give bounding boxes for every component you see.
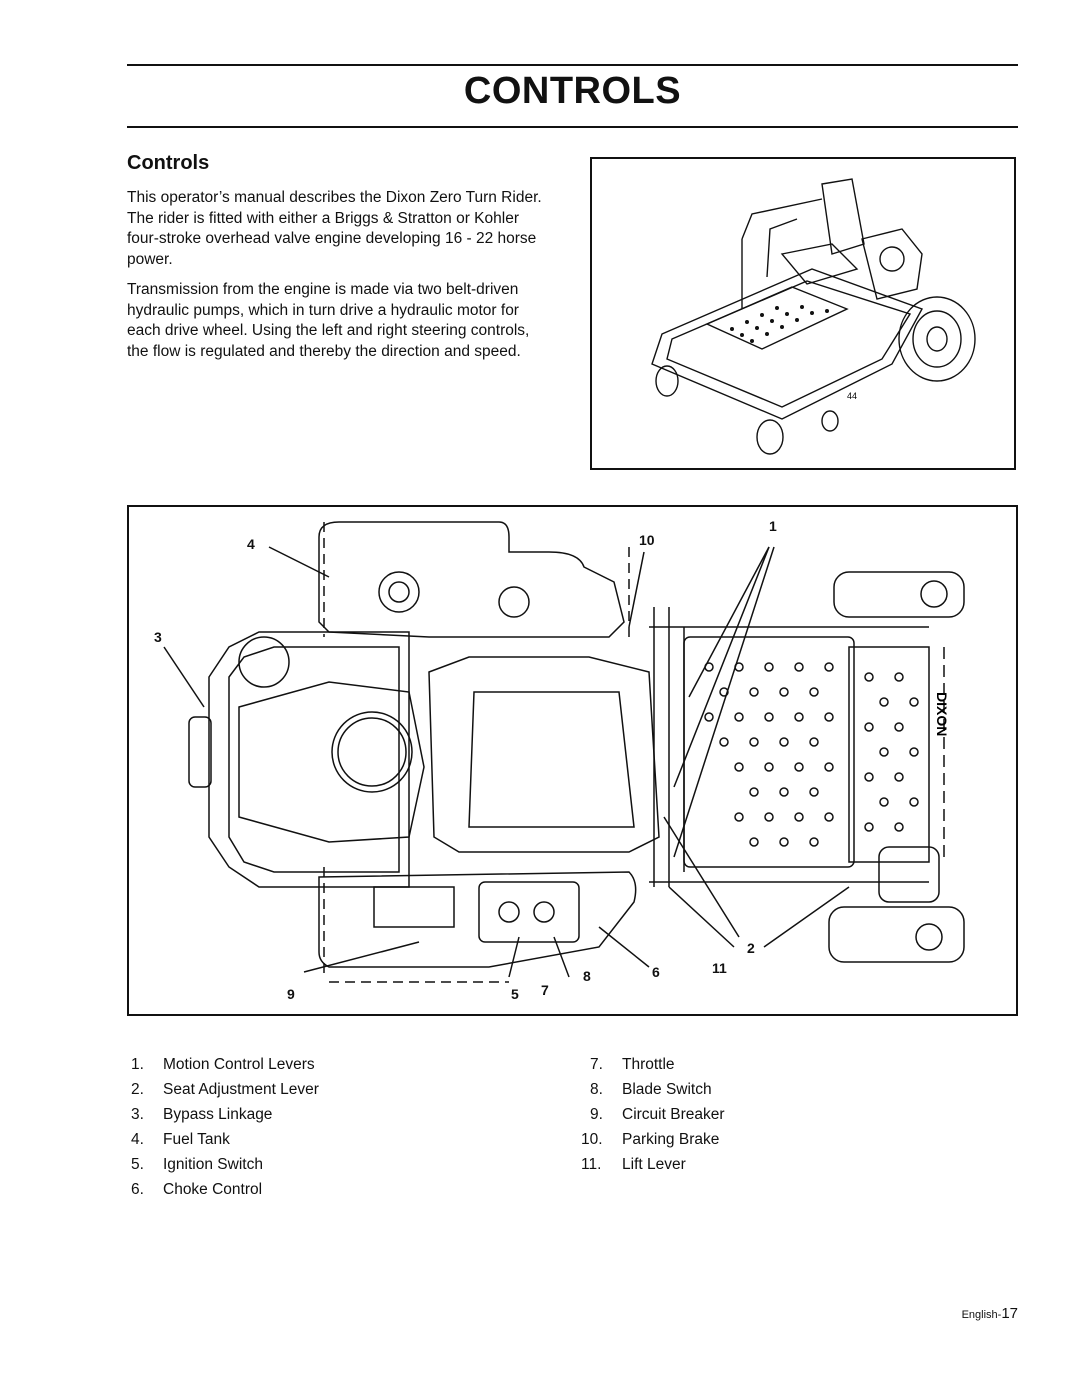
callout-3: 3 bbox=[154, 629, 162, 645]
page-title: CONTROLS bbox=[463, 70, 682, 112]
header-top-rule bbox=[127, 64, 1018, 66]
callout-5: 5 bbox=[511, 986, 519, 1002]
callout-10: 10 bbox=[639, 532, 655, 548]
engine-shroud bbox=[238, 681, 425, 843]
footplate bbox=[683, 636, 855, 868]
mower-illustration-frame: 44 bbox=[590, 157, 1016, 470]
callout-1: 1 bbox=[769, 518, 777, 534]
bypass-filter bbox=[238, 636, 290, 688]
page-number: 17 bbox=[1001, 1305, 1018, 1322]
engine-air-cleaner bbox=[331, 711, 413, 793]
control-panel bbox=[478, 881, 580, 943]
brand-label: DIXON bbox=[934, 692, 950, 736]
front-caster-bottom bbox=[828, 906, 965, 963]
rear-tank-bottom bbox=[318, 871, 637, 968]
deck-size-label: 44 bbox=[847, 391, 857, 401]
callout-4: 4 bbox=[247, 536, 255, 552]
controls-diagram-frame: DIXON 1 2 3 4 5 6 7 8 9 10 11 bbox=[127, 505, 1018, 1016]
page-footer: English-17 bbox=[962, 1305, 1018, 1322]
fuel-tank bbox=[318, 521, 625, 638]
mower-illustration: 44 bbox=[651, 178, 976, 455]
footer-language: English- bbox=[961, 1309, 1002, 1321]
intro-paragraph: This operator’s manual describes the Dix… bbox=[127, 189, 542, 268]
callout-9: 9 bbox=[287, 986, 295, 1002]
callout-11: 11 bbox=[712, 960, 727, 976]
callout-8: 8 bbox=[583, 968, 591, 984]
section-heading: Controls bbox=[127, 152, 210, 174]
callout-2: 2 bbox=[747, 940, 755, 956]
callout-7: 7 bbox=[541, 982, 549, 998]
seat bbox=[428, 656, 660, 853]
front-caster-top bbox=[833, 571, 965, 618]
transmission-paragraph: Transmission from the engine is made via… bbox=[127, 281, 530, 360]
callout-6: 6 bbox=[652, 964, 660, 980]
header-bottom-rule bbox=[127, 126, 1018, 128]
controls-top-view-diagram: DIXON 1 2 3 4 5 6 7 8 9 10 11 bbox=[154, 518, 965, 1002]
